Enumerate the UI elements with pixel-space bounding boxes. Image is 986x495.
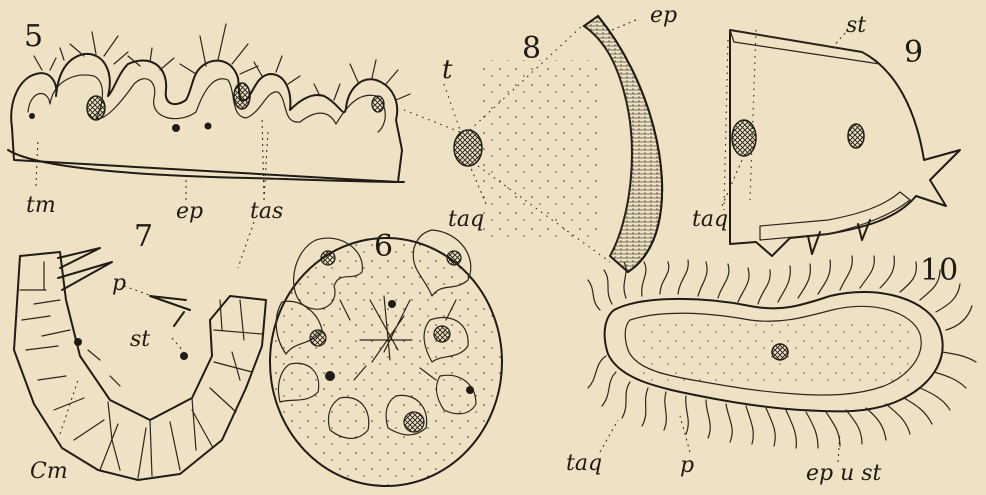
fig9-label-st: st: [846, 13, 866, 38]
fig5-body: [11, 54, 402, 182]
fig5-dot-3: [29, 113, 35, 119]
fig9-dotted-projection: [724, 30, 756, 210]
fig5-label-tas: tas: [250, 199, 283, 224]
fig10-nucleus: [772, 344, 788, 360]
fig10-label-taq: taq: [566, 451, 602, 476]
figure-7-number: 7: [134, 219, 153, 254]
fig10-label-ep-st: ep u st: [806, 461, 882, 486]
figure-9: 9 st taq: [692, 13, 960, 256]
fig9-nucleus-1: [732, 120, 756, 156]
figure-5: 5 t tm ep tas: [8, 19, 453, 224]
fig5-nucleus-1: [87, 96, 105, 120]
fig5-dot-2: [205, 123, 212, 130]
figure-6: 6: [270, 229, 502, 486]
fig5-dot-1: [172, 124, 180, 132]
figure-8: 8 ep taq: [404, 3, 677, 272]
fig5-label-tm: tm: [26, 193, 56, 218]
fig5-leader-lines: [36, 116, 268, 200]
fig10-label-p: p: [680, 453, 694, 478]
fig9-label-taq: taq: [692, 207, 728, 232]
fig7-label-cm: Cm: [30, 459, 68, 484]
fig6-outline: [270, 238, 502, 486]
fig9-nucleus-2: [848, 124, 864, 148]
figure-10: 10 taq p ep u st: [566, 253, 976, 486]
fig7-label-p: p: [112, 271, 126, 296]
fig5-nucleus-3: [372, 96, 384, 112]
figure-10-number: 10: [920, 253, 958, 288]
figure-5-number: 5: [24, 19, 43, 54]
fig9-body: [730, 30, 960, 256]
fig9-leader-lines: [722, 32, 846, 206]
figure-7: 7 p st Cm: [14, 219, 266, 484]
fig7-cells: [20, 262, 262, 478]
fig7-stigma-2: [180, 352, 188, 360]
fig5-label-ep: ep: [176, 199, 203, 224]
fig9-cuticle-bottom: [760, 192, 910, 240]
fig10-leader-lines: [600, 416, 840, 462]
fig8-stipple-field: [480, 60, 600, 240]
fig5-nucleus-2: [234, 83, 250, 109]
fig8-nucleus: [454, 130, 482, 166]
fig5-label-t: t: [442, 55, 453, 85]
fig7-stigma-1: [74, 338, 82, 346]
fig5-epidermis-line: [8, 150, 404, 182]
fig8-label-ep: ep: [650, 3, 677, 28]
fig7-label-st: st: [130, 327, 150, 352]
fig8-label-taq: taq: [448, 207, 484, 232]
figure-9-number: 9: [904, 35, 923, 70]
